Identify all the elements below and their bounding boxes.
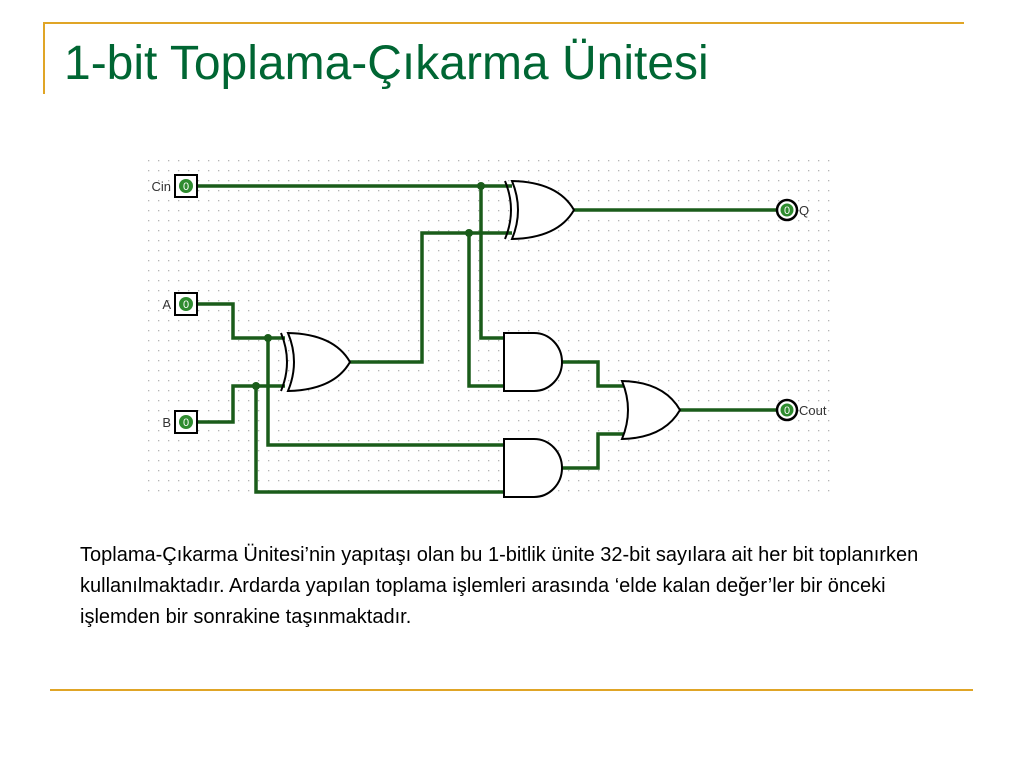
wire-and2-or <box>562 432 625 470</box>
input-value-b: 0 <box>183 417 189 429</box>
junction-dot <box>252 382 260 390</box>
wire-and1-or <box>562 360 625 388</box>
junction-dot <box>264 334 272 342</box>
junction-dot <box>465 229 473 237</box>
junctions <box>252 182 485 390</box>
xor-gate-1 <box>280 331 352 393</box>
output-value-q: 0 <box>784 205 790 217</box>
top-accent-line <box>43 22 964 24</box>
input-pin-a[interactable]: A 0 <box>162 292 198 316</box>
output-pin-q: 0 Q <box>775 198 809 222</box>
wire-xor1-and1 <box>467 233 504 388</box>
input-label-a: A <box>162 297 171 312</box>
slide-title: 1-bit Toplama-Çıkarma Ünitesi <box>64 37 709 90</box>
wire-cin-and1 <box>479 186 504 340</box>
input-pin-b[interactable]: B 0 <box>162 410 198 434</box>
and-gate-1 <box>503 332 563 392</box>
input-label-cin: Cin <box>151 179 171 194</box>
or-gate <box>620 379 682 441</box>
input-pin-cin[interactable]: Cin 0 <box>151 174 198 198</box>
output-label-cout: Cout <box>799 403 827 418</box>
input-value-cin: 0 <box>183 181 189 193</box>
slide-description: Toplama-Çıkarma Ünitesi’nin yapıtaşı ola… <box>80 544 919 628</box>
wire-a-and2 <box>266 338 504 447</box>
wire-a-in <box>197 302 285 340</box>
output-value-cout: 0 <box>784 405 790 417</box>
input-label-b: B <box>162 415 171 430</box>
junction-dot <box>477 182 485 190</box>
xor-gate-2 <box>504 179 576 241</box>
output-label-q: Q <box>799 203 809 218</box>
and-gate-2 <box>503 438 563 498</box>
input-value-a: 0 <box>183 299 189 311</box>
bottom-accent-line <box>50 689 973 691</box>
output-pin-cout: 0 Cout <box>775 398 827 422</box>
wire-b-and2 <box>254 386 504 494</box>
left-accent-line <box>43 22 45 94</box>
